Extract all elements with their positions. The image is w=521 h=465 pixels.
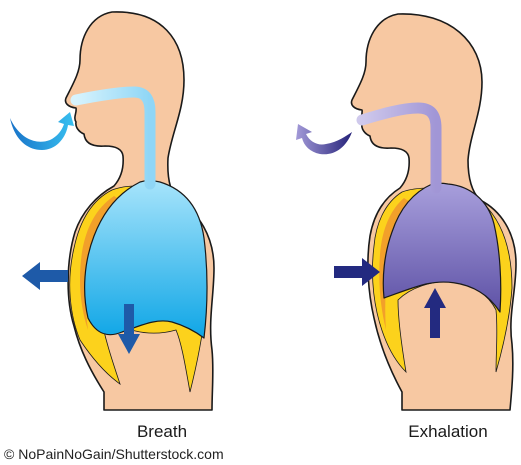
breath-figure (10, 12, 214, 410)
exhalation-figure (296, 14, 516, 410)
breath-air-in-arrow (10, 112, 74, 150)
exhalation-air-out-arrow (296, 124, 352, 154)
copyright-credit: © NoPainNoGain/Shutterstock.com (4, 446, 224, 462)
breath-expand-arrow (22, 262, 68, 290)
exhalation-label: Exhalation (388, 422, 508, 442)
breath-label: Breath (107, 422, 217, 442)
